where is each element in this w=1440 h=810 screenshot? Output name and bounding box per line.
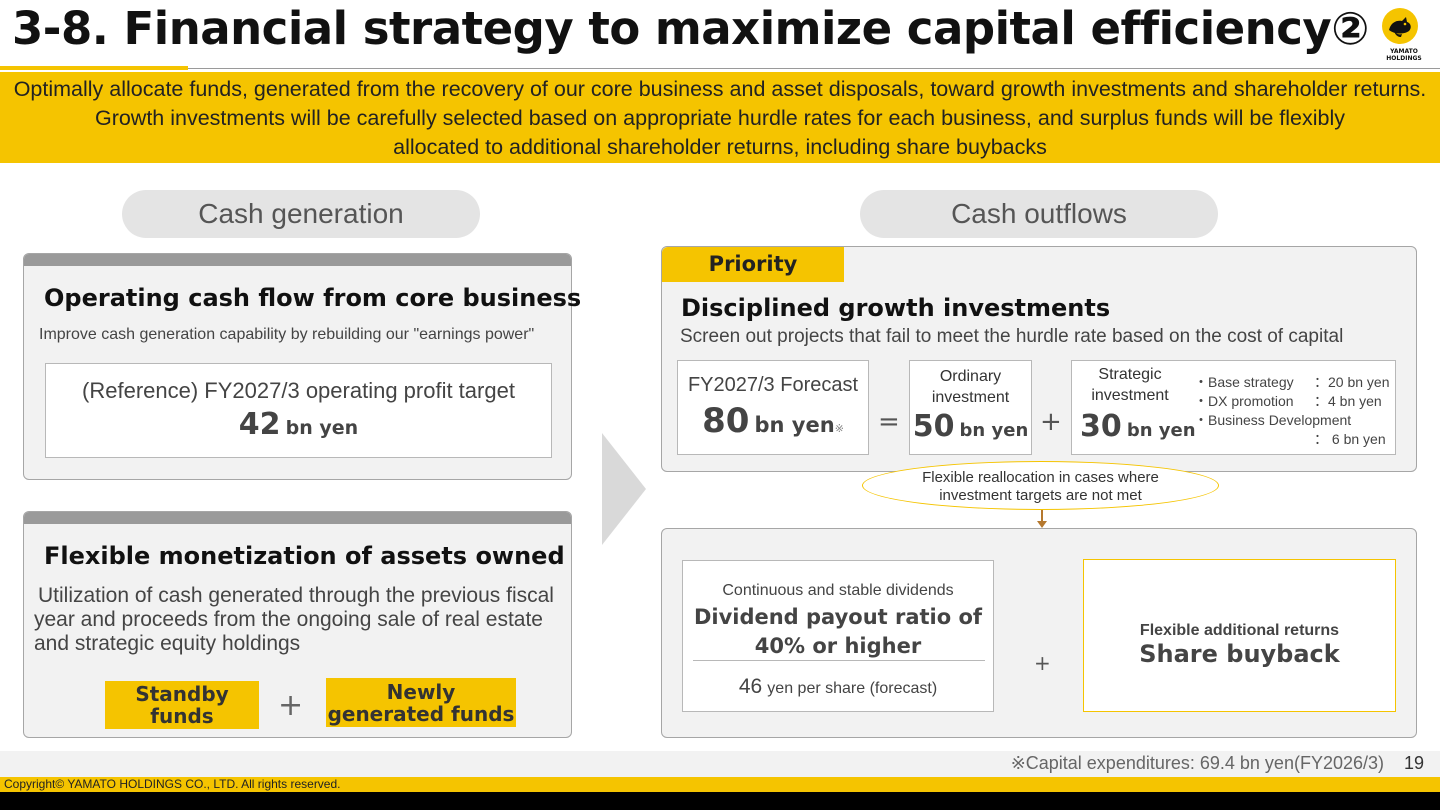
dividend-divider (693, 660, 985, 661)
growth-investments-panel: Disciplined growth investments Screen ou… (661, 246, 1417, 472)
breakdown-value: ：20 bn yen (1314, 374, 1390, 390)
banner-line: allocated to additional shareholder retu… (393, 135, 1047, 159)
banner-line: Optimally allocate funds, generated from… (13, 77, 1427, 101)
dividend-per-share-unit: yen per share (forecast) (767, 680, 938, 697)
logo-text-holdings: HOLDINGS (1386, 55, 1422, 62)
priority-tag: Priority (662, 247, 844, 282)
strategic-label-line: Strategic (1098, 366, 1162, 383)
panel-header-bar (24, 512, 571, 524)
growth-investments-subtext: Screen out projects that fail to meet th… (680, 326, 1344, 347)
strategic-investment-unit: bn yen (1126, 420, 1196, 441)
forecast-value-row: 80 bn yen※ (678, 401, 868, 441)
breakdown-value: ：4 bn yen (1314, 393, 1382, 409)
ordinary-investment-unit: bn yen (959, 420, 1029, 441)
ordinary-investment-label: Ordinary investment (910, 366, 1031, 408)
cash-generation-label: Cash generation (122, 190, 480, 238)
strategic-investment-box: Strategic investment 30 bn yen ・Base str… (1071, 360, 1396, 455)
capex-footnote: ※Capital expenditures: 69.4 bn yen(FY202… (1010, 753, 1384, 773)
logo-text-yamato: YAMATO (1390, 48, 1418, 55)
operating-profit-target-box: (Reference) FY2027/3 operating profit ta… (45, 363, 552, 458)
forecast-label: FY2027/3 Forecast (687, 374, 859, 396)
reallocation-arrow-line (1041, 510, 1043, 522)
footnote-bar: ※Capital expenditures: 69.4 bn yen(FY202… (0, 751, 1440, 777)
shareholder-returns-panel: Continuous and stable dividends Dividend… (661, 528, 1417, 738)
newly-generated-funds-chip: Newly generated funds (326, 678, 516, 727)
forecast-unit: bn yen (754, 413, 835, 437)
black-cat-icon (1389, 17, 1411, 37)
ordinary-label-line: investment (931, 389, 1010, 406)
operating-profit-target-value: 42 (238, 407, 281, 442)
dividend-heading: Dividend payout ratio of 40% or higher (683, 603, 993, 661)
yamato-logo: YAMATO HOLDINGS (1374, 6, 1434, 64)
operating-profit-target-unit: bn yen (285, 417, 359, 439)
ordinary-investment-value: 50 (912, 409, 955, 444)
share-buyback-box: Flexible additional returns Share buybac… (1083, 559, 1396, 712)
forecast-footnote-mark: ※ (834, 422, 844, 435)
summary-banner: Optimally allocate funds, generated from… (0, 72, 1440, 163)
dividend-per-share-value: 46 (738, 675, 763, 698)
callout-line: investment targets are not met (939, 487, 1142, 504)
strategic-investment-value-row: 30 bn yen (1080, 409, 1196, 444)
operating-cash-flow-panel: Operating cash flow from core business I… (23, 253, 581, 480)
dividend-heading-line: Dividend payout ratio of (693, 605, 983, 629)
copyright-bar: Copyright© YAMATO HOLDINGS CO., LTD. All… (0, 777, 1440, 792)
callout-line: Flexible reallocation in cases where (922, 469, 1159, 486)
breakdown-item: ・DX promotion ：4 bn yen (1194, 391, 1390, 410)
forecast-value: 80 (702, 401, 750, 441)
copyright-text: Copyright© YAMATO HOLDINGS CO., LTD. All… (4, 777, 341, 791)
title-divider (188, 68, 1440, 69)
dividend-caption: Continuous and stable dividends (722, 582, 954, 599)
ordinary-investment-value-row: 50 bn yen (910, 409, 1031, 444)
strategic-label-line: investment (1091, 387, 1169, 404)
ordinary-label-line: Ordinary (939, 368, 1002, 385)
operating-profit-target-label: (Reference) FY2027/3 operating profit ta… (82, 378, 515, 403)
asset-monetization-subtext: Utilization of cash generated through th… (34, 584, 554, 656)
panel-header-bar (24, 254, 571, 266)
strategic-investment-value: 30 (1080, 409, 1122, 444)
flow-arrow-icon (602, 433, 646, 545)
equals-sign: = (878, 407, 900, 437)
asset-monetization-panel: Flexible monetization of assets owned Ut… (23, 511, 572, 738)
ordinary-investment-box: Ordinary investment 50 bn yen (909, 360, 1032, 455)
title-accent-rule (0, 66, 188, 70)
bottom-black-bar (0, 792, 1440, 810)
asset-subtext-line: Utilization of cash generated through th… (38, 584, 554, 607)
strategic-breakdown-list: ・Base strategy ：20 bn yen ・DX promotion … (1194, 372, 1390, 448)
page-number: 19 (1403, 753, 1424, 773)
standby-funds-chip: Standby funds (105, 681, 259, 729)
breakdown-value: ： 6 bn yen (1314, 431, 1386, 447)
arrow-down-icon (1037, 521, 1047, 528)
banner-line: Growth investments will be carefully sel… (94, 106, 1346, 130)
asset-subtext-line: and strategic equity holdings (34, 632, 301, 655)
logo-badge (1382, 8, 1418, 44)
funds-plus-sign: + (278, 688, 304, 723)
breakdown-name: ・DX promotion (1194, 393, 1294, 409)
breakdown-name: ・Business Development (1194, 412, 1352, 428)
breakdown-item: ・Business Development (1194, 410, 1390, 429)
cash-outflows-label: Cash outflows (860, 190, 1218, 238)
operating-cash-flow-heading: Operating cash flow from core business (44, 284, 582, 312)
dividend-box: Continuous and stable dividends Dividend… (682, 560, 994, 712)
operating-profit-target-value-row: 42 bn yen (46, 407, 551, 442)
breakdown-name: ・Base strategy (1194, 374, 1294, 390)
reallocation-callout: Flexible reallocation in cases where inv… (862, 461, 1219, 510)
dividend-per-share-row: 46 yen per share (forecast) (683, 675, 993, 699)
breakdown-item: ・Base strategy ：20 bn yen (1194, 372, 1390, 391)
page-title: 3-8. Financial strategy to maximize capi… (12, 2, 1369, 55)
buyback-caption: Flexible additional returns (1139, 622, 1340, 639)
operating-cash-flow-subtext: Improve cash generation capability by re… (39, 326, 535, 343)
strategic-investment-label: Strategic investment (1080, 364, 1180, 406)
forecast-box: FY2027/3 Forecast 80 bn yen※ (677, 360, 869, 455)
asset-subtext-line: year and proceeds from the ongoing sale … (34, 608, 543, 631)
growth-investments-heading: Disciplined growth investments (681, 294, 1111, 322)
buyback-heading: Share buyback (1139, 640, 1340, 668)
returns-plus-sign: + (1034, 651, 1051, 675)
asset-monetization-heading: Flexible monetization of assets owned (44, 542, 565, 570)
dividend-heading-line: 40% or higher (754, 634, 922, 658)
breakdown-item: ： 6 bn yen (1194, 429, 1390, 448)
investment-plus-sign: + (1040, 407, 1062, 437)
